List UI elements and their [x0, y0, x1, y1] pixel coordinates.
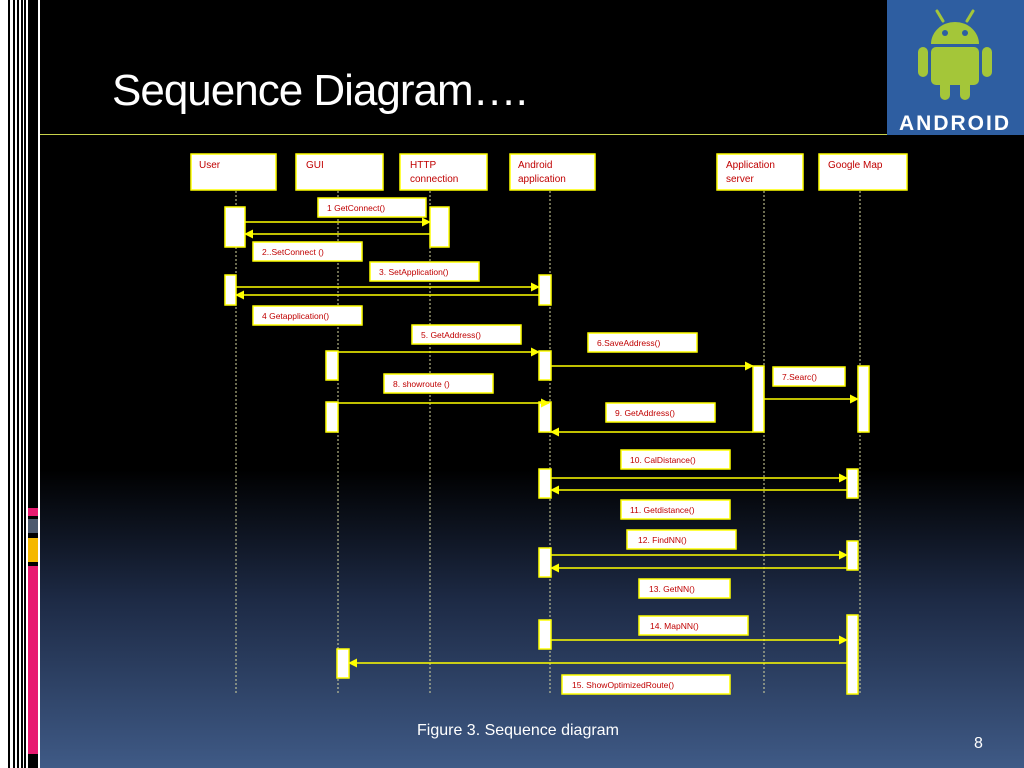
decor-bar: [17, 0, 19, 768]
activation-bar: [538, 274, 552, 306]
svg-text:7.Searc(): 7.Searc(): [782, 372, 817, 382]
actor-http-connection: HTTP connection: [399, 153, 488, 191]
message-label: 14. MapNN(): [638, 615, 749, 636]
actor-google-map: Google Map: [818, 153, 908, 191]
svg-text:12. FindNN(): 12. FindNN(): [638, 535, 687, 545]
svg-text:8. showroute (): 8. showroute (): [393, 379, 450, 389]
message-label: 3. SetApplication(): [369, 261, 480, 282]
message-label: 1 GetConnect(): [317, 197, 427, 218]
actor-label: connection: [410, 174, 458, 185]
actor-user: User: [190, 153, 277, 191]
decor-bar: [24, 0, 26, 768]
svg-text:14. MapNN(): 14. MapNN(): [650, 621, 699, 631]
actor-label: HTTP: [410, 160, 436, 171]
decor-bar: [13, 0, 15, 768]
message-label: 13. GetNN(): [638, 578, 731, 599]
decor-bar: [28, 0, 38, 768]
message-label: 11. Getdistance(): [620, 499, 731, 520]
decor-bar: [8, 0, 10, 768]
page-number: 8: [974, 735, 983, 752]
actor-label: Android: [518, 160, 552, 171]
svg-text:User: User: [199, 160, 221, 171]
activation-bar: [325, 401, 339, 433]
message-label: 5. GetAddress(): [411, 324, 522, 345]
activation-bar: [224, 274, 237, 306]
svg-text:4 Getapplication(): 4 Getapplication(): [262, 311, 329, 321]
actor-label: application: [518, 174, 566, 185]
activation-bar: [857, 365, 870, 433]
actor-label: GUI: [306, 160, 324, 171]
activations: [224, 206, 870, 695]
svg-text:15. ShowOptimizedRoute(): 15. ShowOptimizedRoute(): [572, 680, 674, 690]
header: [40, 0, 1024, 135]
message-label: 10. CalDistance(): [620, 449, 731, 470]
message-label: 6.SaveAddress(): [587, 332, 698, 353]
activation-bar: [336, 648, 350, 679]
activation-bar: [538, 619, 552, 650]
activation-bar: [846, 540, 859, 571]
svg-text:10. CalDistance(): 10. CalDistance(): [630, 455, 696, 465]
svg-text:GUI: GUI: [306, 160, 324, 171]
actor-label: server: [726, 174, 754, 185]
activation-bar: [538, 350, 552, 381]
page-title: Sequence Diagram….: [112, 66, 528, 115]
message-label: 2..SetConnect (): [252, 241, 363, 262]
decor-bar: [21, 0, 23, 768]
message-label: 9. GetAddress(): [605, 402, 716, 423]
accent-square: [28, 538, 38, 562]
actor-label: Application: [726, 160, 775, 171]
actor-label: User: [199, 160, 221, 171]
svg-text:9. GetAddress(): 9. GetAddress(): [615, 408, 675, 418]
message-label: 15. ShowOptimizedRoute(): [561, 674, 731, 695]
android-robot-icon: ANDROID: [899, 9, 1011, 135]
activation-bar: [846, 468, 859, 499]
activation-bar: [538, 547, 552, 578]
title-underline: [40, 134, 890, 135]
svg-text:1 GetConnect(): 1 GetConnect(): [327, 203, 385, 213]
svg-text:11. Getdistance(): 11. Getdistance(): [630, 505, 695, 515]
activation-bar: [538, 468, 552, 499]
svg-text:2..SetConnect (): 2..SetConnect (): [262, 247, 324, 257]
message-arrows: [235, 217, 859, 668]
activation-bar: [224, 206, 246, 248]
svg-text:3. SetApplication(): 3. SetApplication(): [379, 267, 449, 277]
activation-bar: [752, 365, 765, 433]
message-label: 12. FindNN(): [626, 529, 737, 550]
svg-text:6.SaveAddress(): 6.SaveAddress(): [597, 338, 660, 348]
activation-bar: [429, 206, 450, 248]
activation-bar: [325, 350, 339, 381]
accent-square: [28, 508, 38, 516]
message-label: 8. showroute (): [383, 373, 494, 394]
svg-text:13. GetNN(): 13. GetNN(): [649, 584, 695, 594]
actor-application-server: Application server: [716, 153, 804, 191]
accent-square: [28, 566, 38, 754]
message-label: 4 Getapplication(): [252, 305, 363, 326]
activation-bar: [846, 614, 859, 695]
logo-text: ANDROID: [899, 112, 1011, 135]
figure-caption: Figure 3. Sequence diagram: [417, 722, 619, 739]
activation-bar: [538, 401, 552, 433]
svg-text:5. GetAddress(): 5. GetAddress(): [421, 330, 481, 340]
actor-android-application: Android application: [509, 153, 596, 191]
android-logo: ANDROID: [887, 0, 1024, 135]
message-label: 7.Searc(): [772, 366, 846, 387]
accent-square: [28, 519, 38, 533]
actor-gui: GUI: [295, 153, 384, 191]
message-labels: 1 GetConnect() 2..SetConnect () 3. SetAp…: [252, 197, 846, 695]
actor-label: Google Map: [828, 160, 883, 171]
